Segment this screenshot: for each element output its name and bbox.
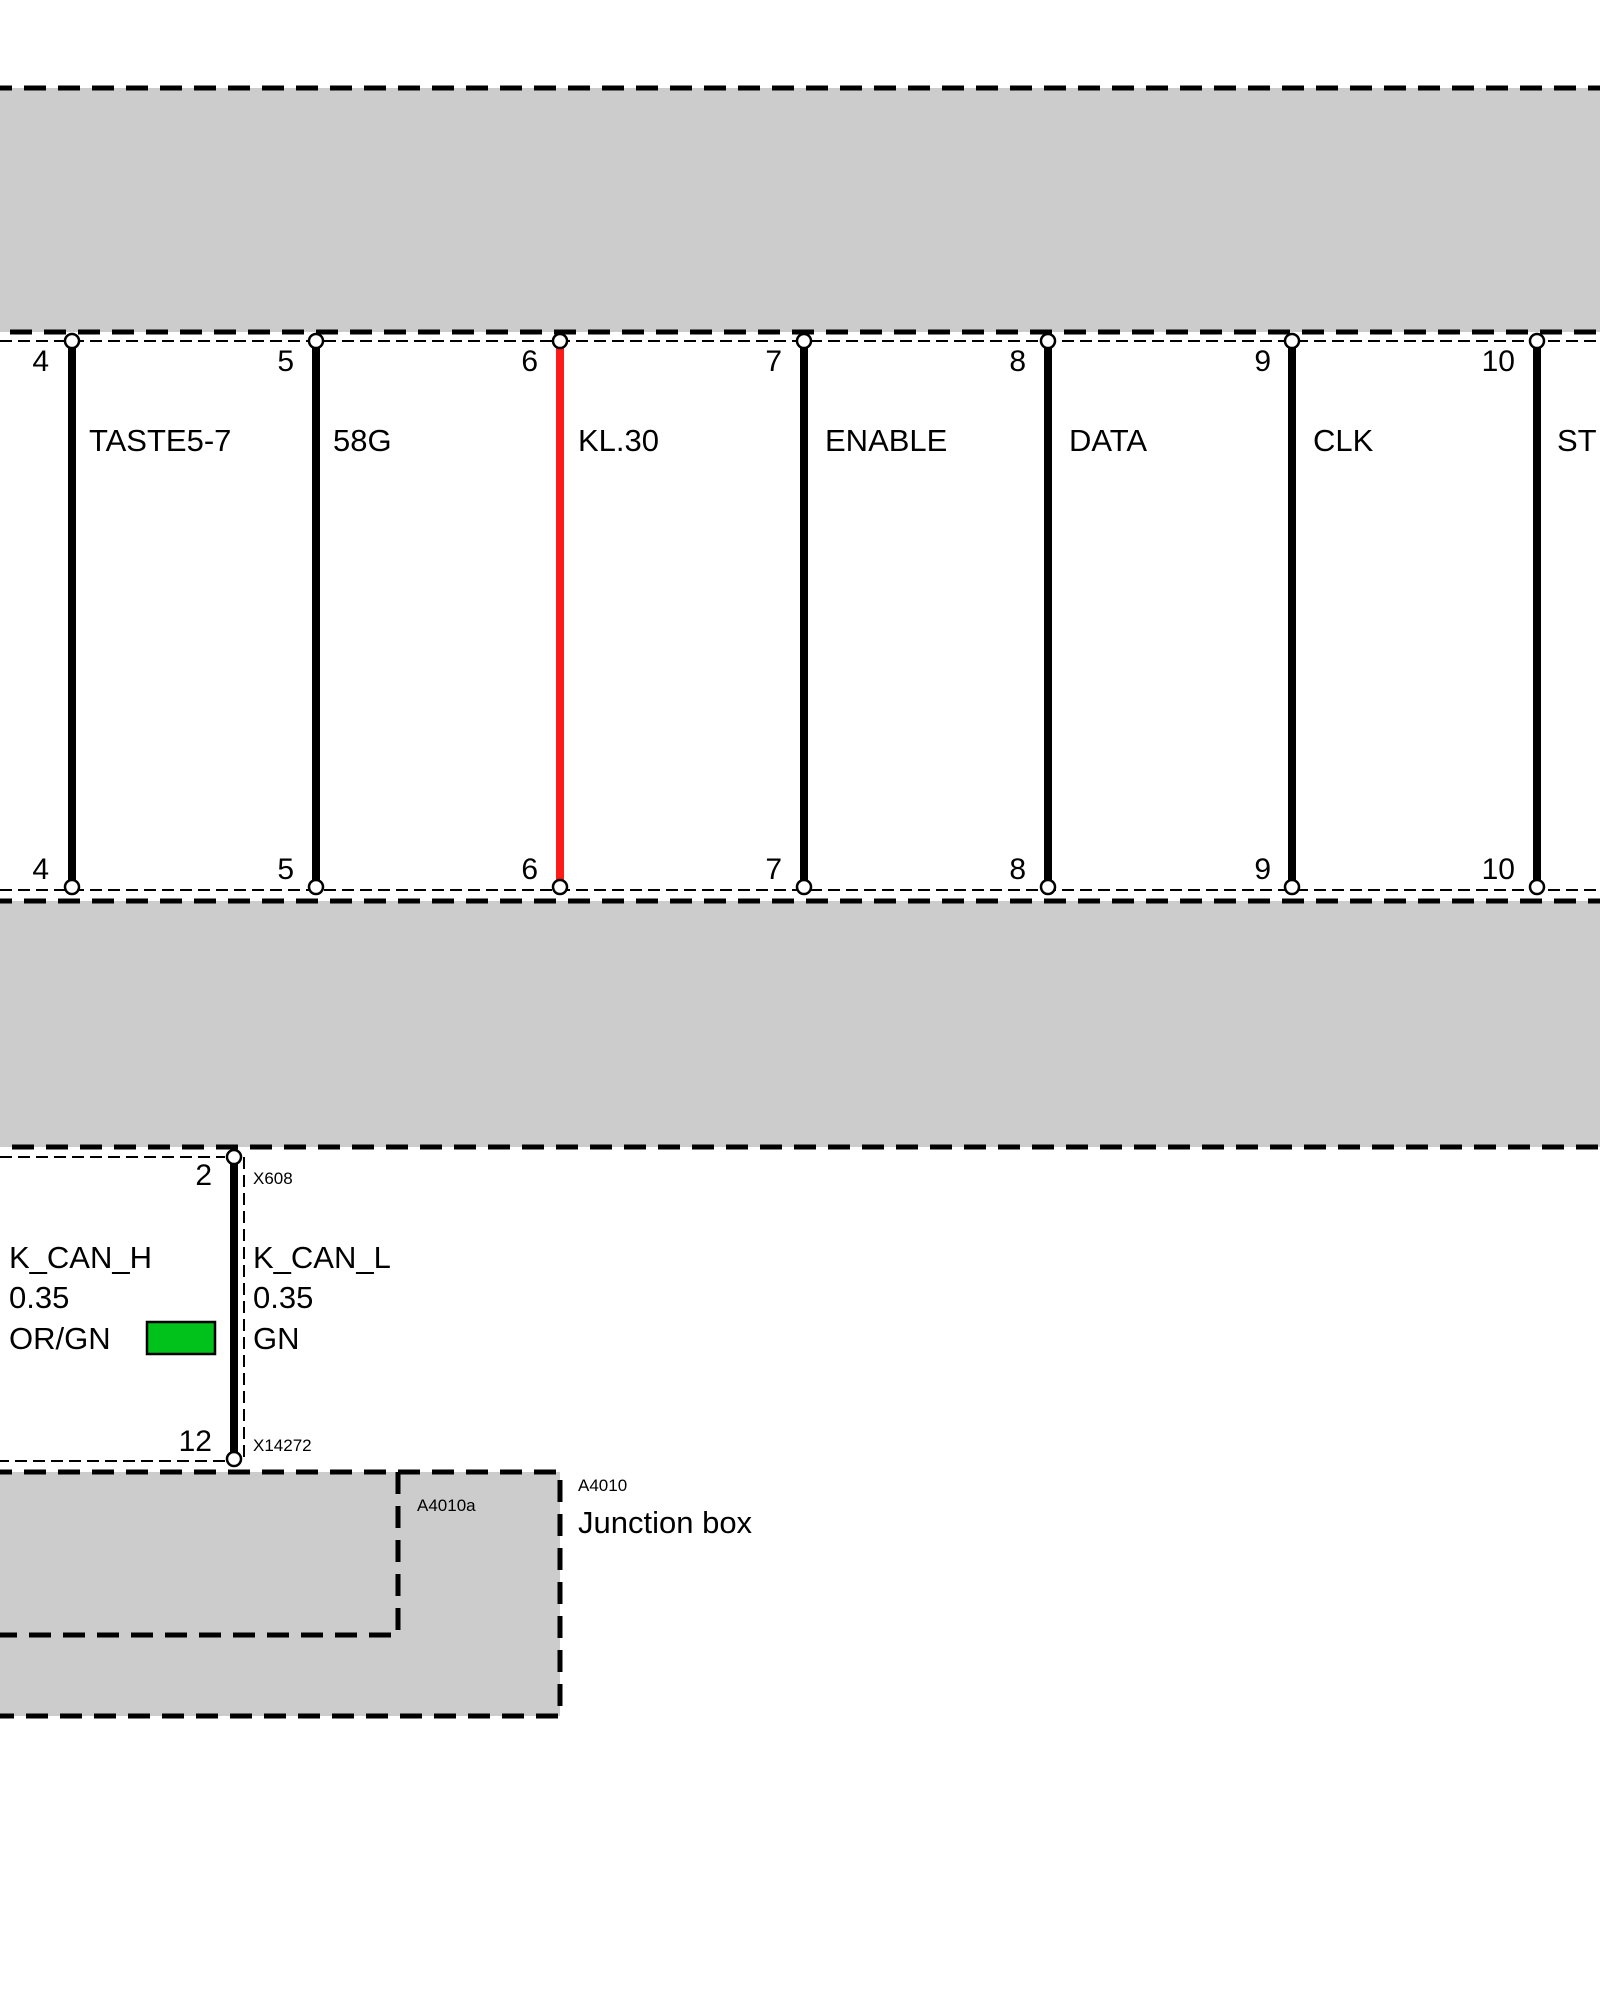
pin-terminal-bottom xyxy=(1039,878,1057,896)
pin-terminal-bottom xyxy=(1283,878,1301,896)
signal-name: 58G xyxy=(333,423,392,458)
top-component-block xyxy=(0,85,1600,335)
pin-terminal-bottom xyxy=(795,878,813,896)
wire-pin-4: 4 4 TASTE5-7 xyxy=(32,332,231,896)
connector-code-top: X608 xyxy=(253,1169,293,1188)
wire-pin-10: 10 10 ST xyxy=(1482,332,1597,896)
pin-number-bottom: 10 xyxy=(1482,853,1515,886)
pin-terminal-top xyxy=(1528,332,1546,350)
pin-terminal-top xyxy=(63,332,81,350)
pin-number-top: 6 xyxy=(521,345,538,378)
pin-number-top: 10 xyxy=(1482,345,1515,378)
left-wire-gauge: 0.35 xyxy=(9,1280,69,1315)
pin-number-bottom: 5 xyxy=(277,853,294,886)
signal-name: KL.30 xyxy=(578,423,659,458)
left-wire-name: K_CAN_H xyxy=(9,1240,152,1275)
wire-pin-8: 8 8 DATA xyxy=(1009,332,1147,896)
junction-box-code: A4010 xyxy=(578,1476,627,1495)
middle-component-block xyxy=(0,898,1600,1150)
pin-terminal-top xyxy=(795,332,813,350)
signal-name: ST xyxy=(1557,423,1597,458)
can-pin-number-top: 2 xyxy=(195,1159,212,1192)
junction-box: A4010a A4010 Junction box xyxy=(0,1469,753,1719)
wire-pin-6: 6 6 KL.30 xyxy=(521,332,659,896)
signal-name: ENABLE xyxy=(825,423,947,458)
pin-number-bottom: 7 xyxy=(765,853,782,886)
pin-number-top: 5 xyxy=(277,345,294,378)
right-wire-name: K_CAN_L xyxy=(253,1240,391,1275)
pin-number-top: 9 xyxy=(1254,345,1271,378)
wire-pin-9: 9 9 CLK xyxy=(1254,332,1374,896)
pin-terminal-bottom xyxy=(551,878,569,896)
pin-number-top: 8 xyxy=(1009,345,1026,378)
signal-name: DATA xyxy=(1069,423,1147,458)
can-connector-outline xyxy=(0,1156,245,1462)
pin-number-top: 4 xyxy=(32,345,49,378)
signal-name: TASTE5-7 xyxy=(89,423,231,458)
pin-number-bottom: 8 xyxy=(1009,853,1026,886)
right-wire-gauge: 0.35 xyxy=(253,1280,313,1315)
pin-terminal-bottom xyxy=(63,878,81,896)
wire-pin-7: 7 7 ENABLE xyxy=(765,332,947,896)
pin-terminal-bottom xyxy=(307,878,325,896)
pin-terminal-top xyxy=(1283,332,1301,350)
pin-terminal-bottom xyxy=(1528,878,1546,896)
wire-pin-5: 5 5 58G xyxy=(277,332,392,896)
right-wire-color-code: GN xyxy=(253,1321,300,1356)
pin-terminal-top xyxy=(225,1148,243,1166)
pin-number-bottom: 6 xyxy=(521,853,538,886)
pin-terminal-top xyxy=(307,332,325,350)
pin-number-top: 7 xyxy=(765,345,782,378)
can-pin-number-bottom: 12 xyxy=(179,1425,212,1458)
signal-name: CLK xyxy=(1313,423,1374,458)
junction-box-name: Junction box xyxy=(578,1505,753,1540)
connector-code-bottom: X14272 xyxy=(253,1436,312,1455)
junction-box-subunit xyxy=(0,1469,401,1638)
can-link: 2 12 X608 X14272 K_CAN_H 0.35 OR/GN K_CA… xyxy=(0,1148,391,1468)
pin-number-bottom: 4 xyxy=(32,853,49,886)
junction-box-subunit-code: A4010a xyxy=(417,1496,476,1515)
wire-color-swatch xyxy=(145,1320,217,1356)
pin-terminal-bottom xyxy=(225,1450,243,1468)
pin-terminal-top xyxy=(1039,332,1057,350)
pin-terminal-top xyxy=(551,332,569,350)
left-wire-color-code: OR/GN xyxy=(9,1321,111,1356)
pin-number-bottom: 9 xyxy=(1254,853,1271,886)
